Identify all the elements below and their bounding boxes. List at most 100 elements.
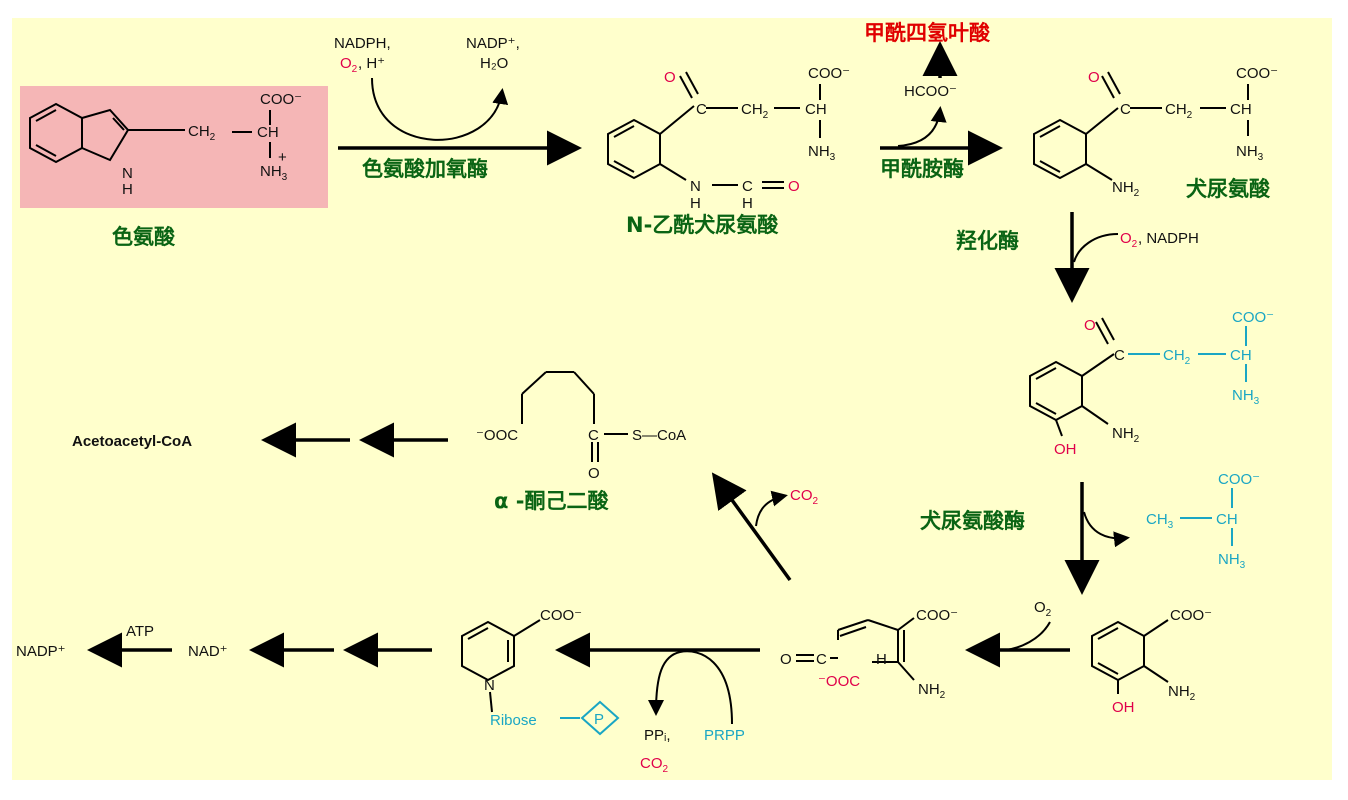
alanine-release-arrow	[1083, 511, 1130, 548]
phosphate-label: P	[594, 711, 604, 728]
trp-ch2-label: CH2	[188, 123, 216, 143]
hk-ch2-label: CH2	[1163, 347, 1191, 367]
nicotinate-mononucleotide-structure	[461, 619, 620, 736]
hk-c-label: C	[1114, 347, 1125, 364]
prpp-label: PRPP	[704, 727, 745, 744]
nfk-nh3-label: NH3	[808, 143, 836, 163]
hk-oh-label: OH	[1054, 441, 1077, 458]
ketoadipate-scoa: S—CoA	[632, 427, 686, 444]
tdo-nadp-label: NADP⁺,	[466, 35, 520, 52]
tryptophan-highlight	[20, 86, 328, 208]
hydroxylase-nadph: , NADPH	[1138, 230, 1199, 247]
n-formylkynurenine-structure	[607, 71, 821, 189]
ppi-label: PPᵢ,	[644, 727, 671, 744]
acetoacetyl-coa-label: Acetoacetyl-CoA	[72, 433, 192, 450]
nfk-keto-o: O	[664, 69, 676, 86]
acms-ooc-label: ⁻OOC	[818, 673, 860, 690]
nmn-coo-label: COO⁻	[540, 607, 582, 624]
nfk-formyl-h: H	[742, 195, 753, 212]
acms-coo-label: COO⁻	[916, 607, 958, 624]
atp-label: ATP	[126, 623, 154, 640]
tdo-nadph-label: NADPH,	[334, 35, 391, 52]
nadp-label: NADP⁺	[16, 643, 66, 660]
kyn-keto-o: O	[1088, 69, 1100, 86]
haa-nh2-label: NH2	[1168, 683, 1196, 703]
nicotinate-co2: CO2	[640, 755, 669, 775]
kyn-coo-label: COO⁻	[1236, 65, 1278, 82]
hydroxylase-enzyme-label: 羟化酶	[956, 229, 1019, 253]
dioxygenase-o2-arrow	[1005, 621, 1051, 651]
haa-oh-label: OH	[1112, 699, 1135, 716]
hk-coo-label: COO⁻	[1232, 309, 1274, 326]
tryptophan-label: 色氨酸	[112, 225, 176, 249]
acms-nh2-label: NH2	[918, 681, 946, 701]
kyn-ch2-label: CH2	[1165, 101, 1193, 121]
formyl-thf-label: 甲酰四氢叶酸	[864, 21, 991, 45]
trp-ch-label: CH	[257, 124, 279, 141]
3-hydroxykynurenine-structure	[1029, 317, 1247, 437]
nfk-formyl-o: O	[788, 178, 800, 195]
hk-keto-o: O	[1084, 317, 1096, 334]
alanine-structure	[1180, 488, 1233, 546]
tdo-hplus-label: , H⁺	[358, 55, 385, 72]
hydroxylase-o2: O2	[1120, 230, 1138, 250]
ketoadipate-co2-arrow	[755, 490, 788, 527]
kynurenine-structure	[1033, 71, 1249, 181]
prpp-exchange-arrow	[648, 650, 733, 725]
formamidase-enzyme-label: 甲酰胺酶	[880, 157, 964, 181]
tryptophan-structure	[29, 102, 271, 164]
ketoadipate-arrow	[711, 472, 792, 582]
tdo-cofactor-arrow	[371, 77, 509, 141]
tdo-h2o-label: H₂O	[480, 55, 508, 72]
ala-coo-label: COO⁻	[1218, 471, 1260, 488]
ala-ch-label: CH	[1216, 511, 1238, 528]
ribose-label: Ribose	[490, 712, 537, 729]
ketoadipate-o: O	[588, 465, 600, 482]
hk-nh3-label: NH3	[1232, 387, 1260, 407]
ketoadipate-c: C	[588, 427, 599, 444]
acms-structure	[796, 617, 915, 681]
hk-nh2-label: NH2	[1112, 425, 1140, 445]
ala-ch3-label: CH3	[1146, 511, 1174, 531]
hydroxylase-cofactor-arrow	[1073, 233, 1119, 263]
3-hydroxyanthranilate-structure	[1091, 619, 1169, 694]
trp-coo-label: COO⁻	[260, 91, 302, 108]
tdo-enzyme-label: 色氨酸加氧酶	[362, 157, 488, 181]
acms-o-label: O	[780, 651, 792, 668]
acms-c-label: C	[816, 651, 827, 668]
hk-ch-label: CH	[1230, 347, 1252, 364]
haa-coo-label: COO⁻	[1170, 607, 1212, 624]
ketoadipate-structure	[521, 371, 628, 462]
acms-h-label: H	[876, 651, 887, 668]
kyn-nh2-label: NH2	[1112, 179, 1140, 199]
formamidase-hcoo-arrow	[897, 106, 947, 147]
nfk-c-label: C	[696, 101, 707, 118]
nmn-n-label: N	[484, 677, 495, 694]
tdo-o2-label: O2	[340, 55, 358, 75]
nfk-coo-label: COO⁻	[808, 65, 850, 82]
ala-nh3-label: NH3	[1218, 551, 1246, 571]
nfk-ch-label: CH	[805, 101, 827, 118]
n-formylkynurenine-label: N-乙酰犬尿氨酸	[626, 213, 779, 237]
nad-label: NAD⁺	[188, 643, 228, 660]
kyn-c-label: C	[1120, 101, 1131, 118]
kynureninase-enzyme-label: 犬尿氨酸酶	[920, 509, 1025, 533]
dioxygenase-o2: O2	[1034, 599, 1052, 619]
trp-nh3-label: NH3	[260, 163, 288, 183]
indole-h-label: H	[122, 181, 133, 198]
trp-plus-sign: +	[278, 149, 287, 166]
kyn-nh3-label: NH3	[1236, 143, 1264, 163]
ketoadipate-label: α -酮己二酸	[494, 489, 609, 513]
nfk-nh-h-label: H	[690, 195, 701, 212]
hcoo-label: HCOO⁻	[904, 83, 957, 100]
indole-nh-label: N	[122, 165, 133, 182]
ketoadipate-co2: CO2	[790, 487, 819, 507]
nfk-ch2-label: CH2	[741, 101, 769, 121]
nfk-formyl-c: C	[742, 178, 753, 195]
ketoadipate-ooc: ⁻OOC	[476, 427, 518, 444]
kynurenine-label: 犬尿氨酸	[1186, 177, 1271, 201]
nfk-n-label: N	[690, 178, 701, 195]
kyn-ch-label: CH	[1230, 101, 1252, 118]
